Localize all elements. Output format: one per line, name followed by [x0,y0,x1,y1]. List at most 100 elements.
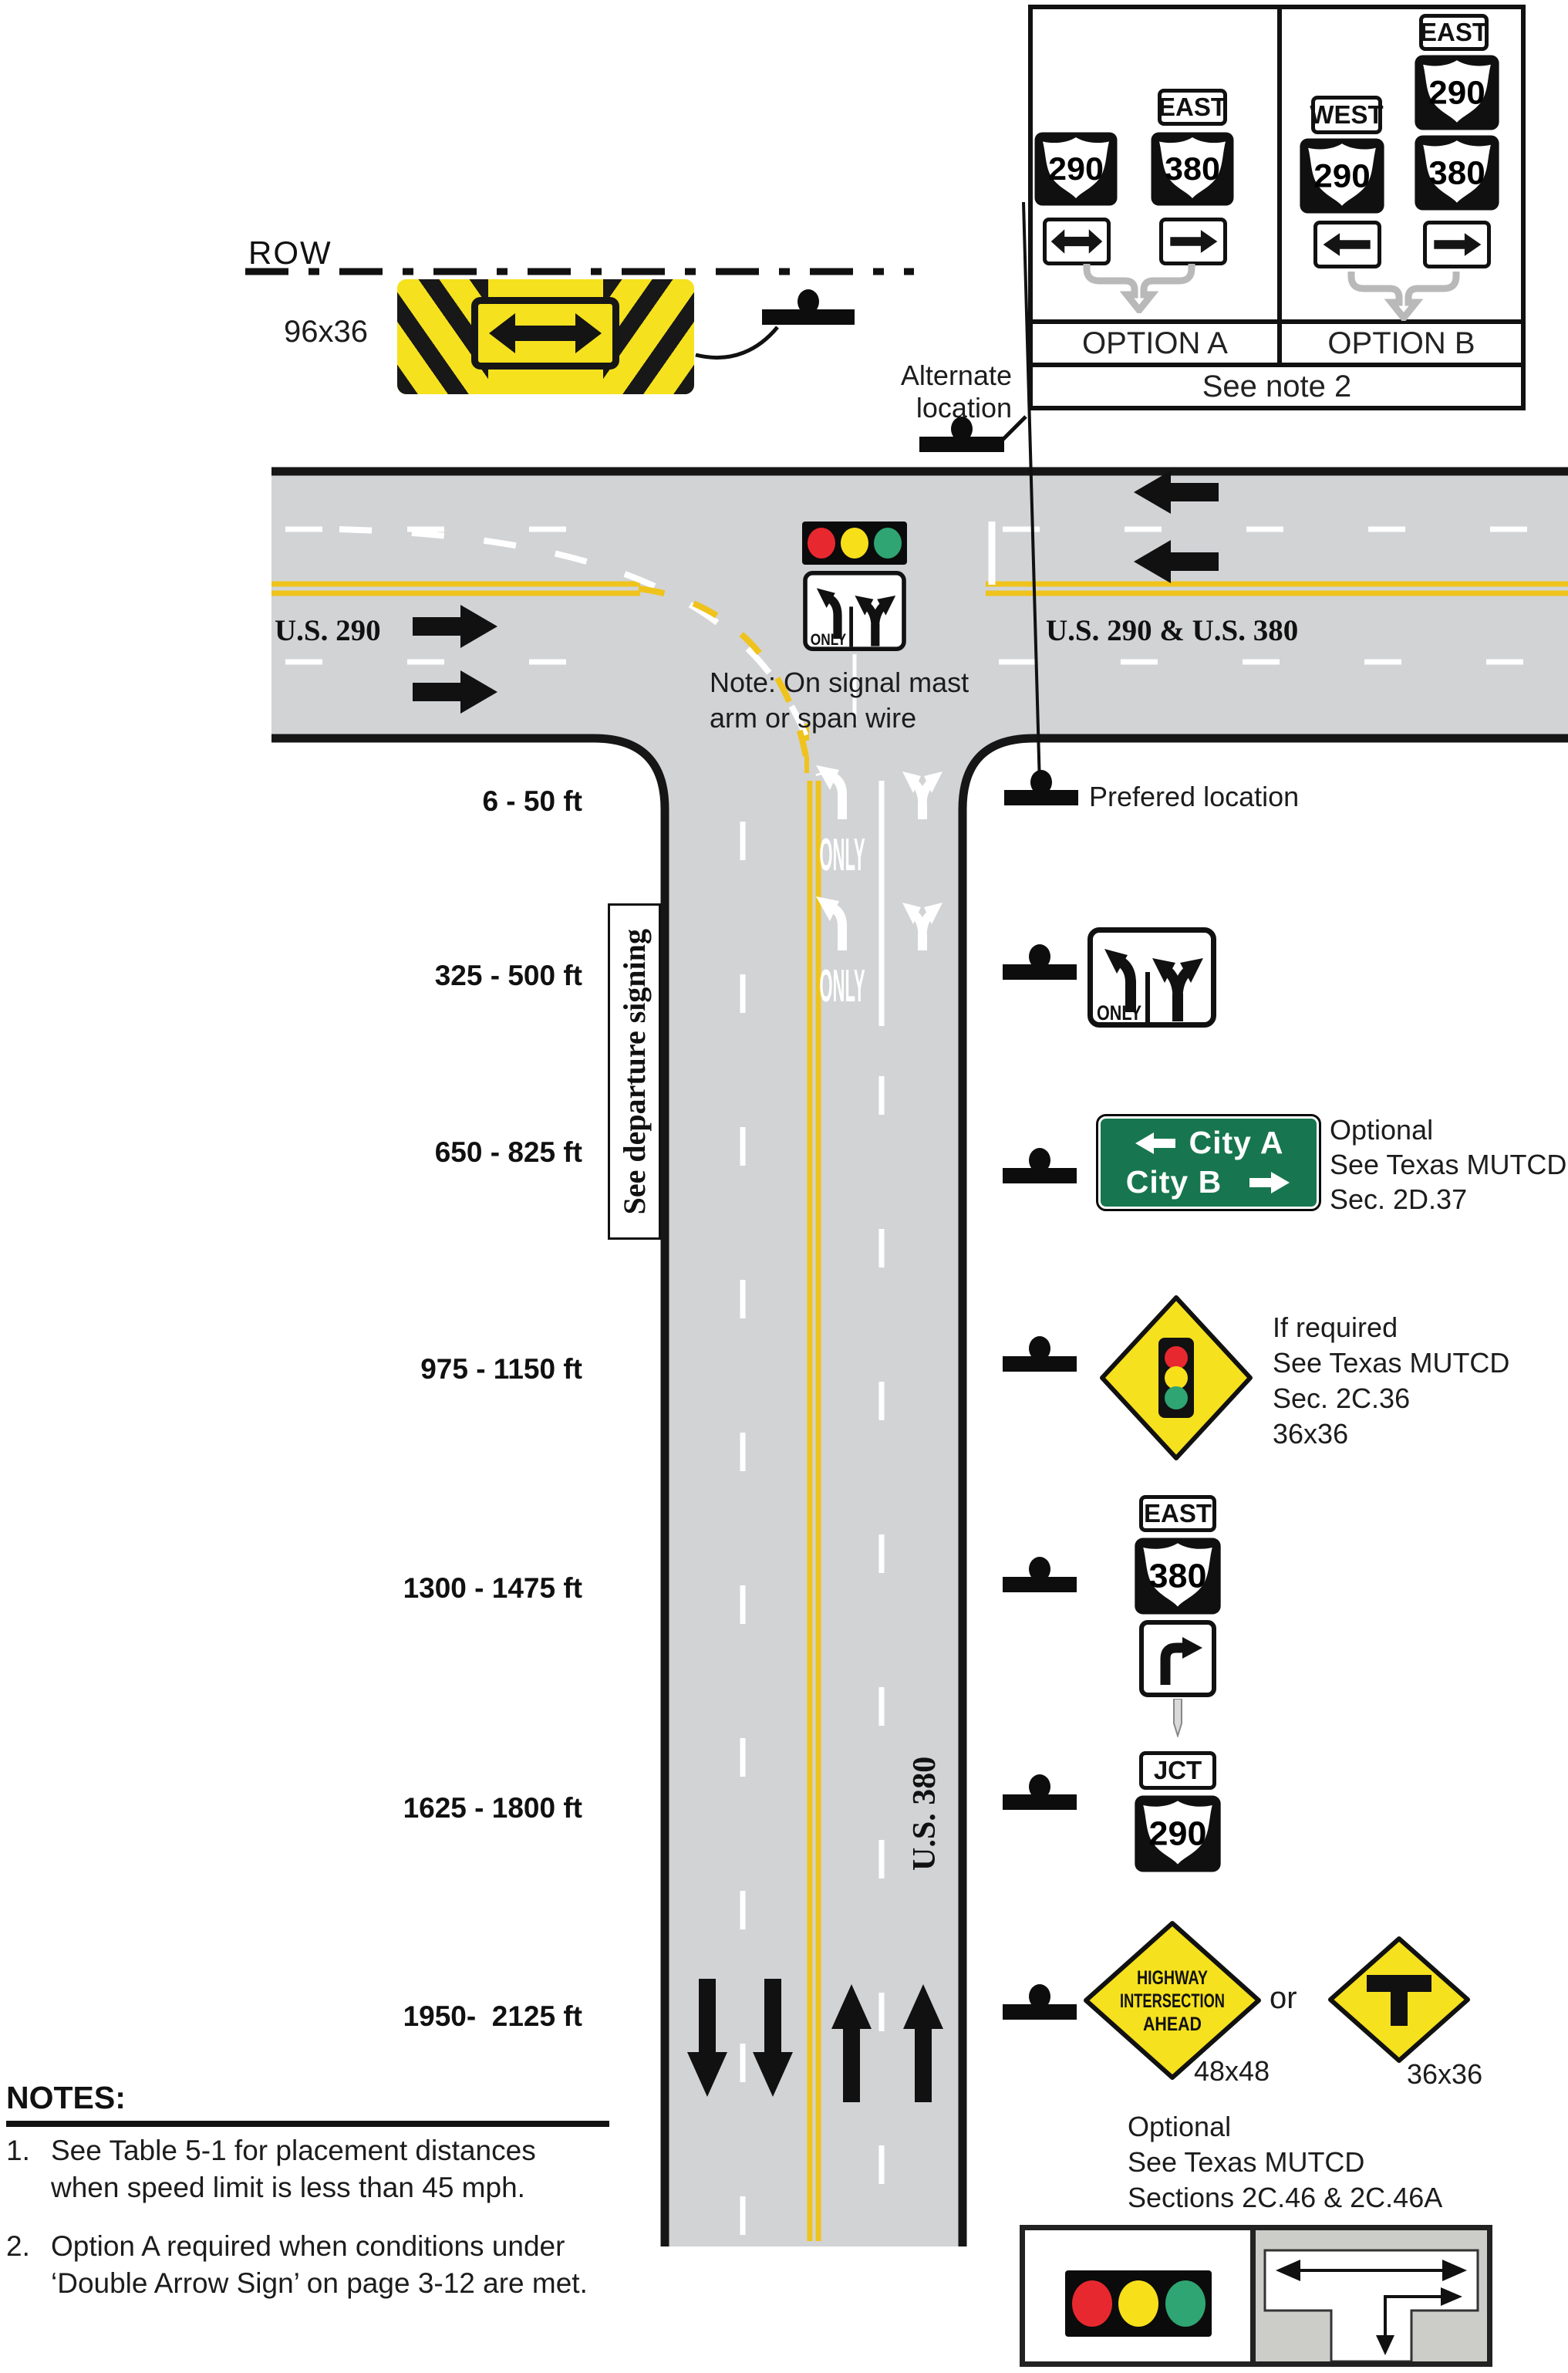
options-sign-area: EAST 290 380 [1033,9,1521,324]
svg-text:HIGHWAY: HIGHWAY [1137,1967,1208,1989]
notes-underline [6,2121,609,2127]
left-arrow-icon [1323,233,1371,256]
option-b-cell: EAST 290 380 WEST 290 [1282,9,1521,321]
marker-bar-icon [1003,1794,1077,1810]
svg-text:290: 290 [1149,1815,1207,1853]
signal-yellow-icon [1118,2280,1158,2327]
left-arrow-icon [1135,1132,1175,1154]
us-290-shield: 290 [1300,138,1384,214]
right-arrow-plaque [1159,218,1227,265]
east-plaque: EAST [1139,1495,1216,1532]
signal-ahead-sign [1100,1295,1253,1460]
svg-text:INTERSECTION: INTERSECTION [1120,1990,1225,2012]
size-label-48x48: 48x48 [1194,2055,1270,2087]
double-arrow-panel [471,297,619,370]
double-arrow-icon [1050,229,1103,254]
note-text: Option A required when conditions under‘… [51,2230,588,2299]
marker-bar-icon [1003,1577,1077,1592]
us-290-shield: 290 [1415,55,1499,130]
or-label: or [1270,1981,1297,2015]
marker-bar-icon [1004,790,1078,805]
right-arrow-icon [1170,230,1218,253]
right-arrow-icon [1434,233,1482,256]
svg-text:ONLY: ONLY [811,630,847,649]
signal-ahead-annotation: If required See Texas MUTCD Sec. 2C.36 3… [1273,1311,1510,1450]
legend-signal-cell [1025,2230,1256,2361]
road-name-us290-380: U.S. 290 & U.S. 380 [1046,614,1299,647]
sign-post-marker [1003,1148,1077,1183]
sign-post-marker [1003,1336,1077,1372]
leader-line-preferred [1022,201,1041,786]
marker-bar-icon [1003,1168,1077,1183]
sign-post-marker [919,417,1004,452]
sign-bracket [1347,272,1460,321]
distance-label: 1300 - 1475 ft [403,1572,582,1604]
advance-turn-arrow-sign [1139,1620,1216,1697]
distance-label: 1625 - 1800 ft [403,1792,582,1824]
legend-t-intersection-cell [1256,2230,1487,2361]
distance-label: 650 - 825 ft [434,1136,582,1168]
highway-intersection-ahead-sign: HIGHWAY INTERSECTION AHEAD [1084,1921,1261,2080]
right-arrow-plaque [1423,221,1491,268]
svg-text:290: 290 [1048,150,1104,187]
pavement-marking-left-turn: ONLY [816,896,942,1011]
guide-row-city-a: City A [1108,1125,1309,1161]
east-plaque: EAST [1419,14,1489,51]
east-plaque: EAST [1158,89,1227,126]
double-arrow-sign [397,279,694,394]
svg-text:ONLY: ONLY [819,829,865,881]
west-plaque: WEST [1310,96,1384,134]
row-label: ROW [248,235,332,271]
distance-label: 325 - 500 ft [434,960,582,991]
pavement-arrow-up [903,1984,943,2102]
guide-row-city-b: City B [1108,1164,1309,1200]
left-arrow-plaque [1313,221,1381,268]
marker-bar-icon [1003,964,1077,980]
options-table: EAST 290 380 [1028,5,1526,410]
marker-bar-icon [1003,1356,1077,1372]
pavement-arrow-down [753,1979,793,2097]
marker-bar-icon [919,437,1004,452]
us-290-shield: 290 [1034,132,1118,206]
pavement-arrow-left [1134,540,1219,583]
option-a-label: OPTION A [1033,324,1282,363]
preferred-location-label: Prefered location [1089,781,1300,812]
signal-green-icon [874,528,902,559]
note-number: 1. [6,2135,30,2166]
see-note-2: See note 2 [1202,369,1352,403]
options-label-row: OPTION A OPTION B [1033,324,1521,367]
road-edge-left [271,734,669,2246]
svg-text:ONLY: ONLY [1097,1001,1141,1024]
road-name-us380: U.S. 380 [907,1757,942,1871]
road-name-us290: U.S. 290 [275,614,381,647]
pavement [271,475,1568,2246]
option-b-label: OPTION B [1327,326,1475,360]
traffic-signal-icon [802,522,907,565]
t-intersection-sign [1328,1936,1470,2063]
turn-guide-yellow [638,586,811,772]
departure-signing-box: See departure signing [608,903,661,1240]
marker-bar-icon [762,309,855,325]
pavement-arrow-right [413,605,497,648]
notes-heading: NOTES: [6,2080,126,2115]
svg-text:380: 380 [1149,1558,1207,1595]
pavement-arrow-left [1134,471,1219,514]
size-label-36x36: 36x36 [1407,2058,1483,2090]
us-380-shield: 380 [1415,135,1499,211]
lane-use-sign: ONLY [1087,927,1216,1028]
double-arrow-plaque [1043,218,1111,265]
traffic-signal-icon [1065,2270,1212,2337]
distance-label: 975 - 1150 ft [420,1353,582,1385]
pavement-arrow-down [687,1979,727,2097]
right-arrow-icon [1249,1171,1290,1193]
svg-text:290: 290 [1313,157,1370,194]
pavement-marking-left-turn: ONLY [816,765,942,880]
sign-bracket [1083,264,1195,313]
distance-label: 6 - 50 ft [482,785,582,817]
pavement-arrow-up [831,1984,872,2102]
